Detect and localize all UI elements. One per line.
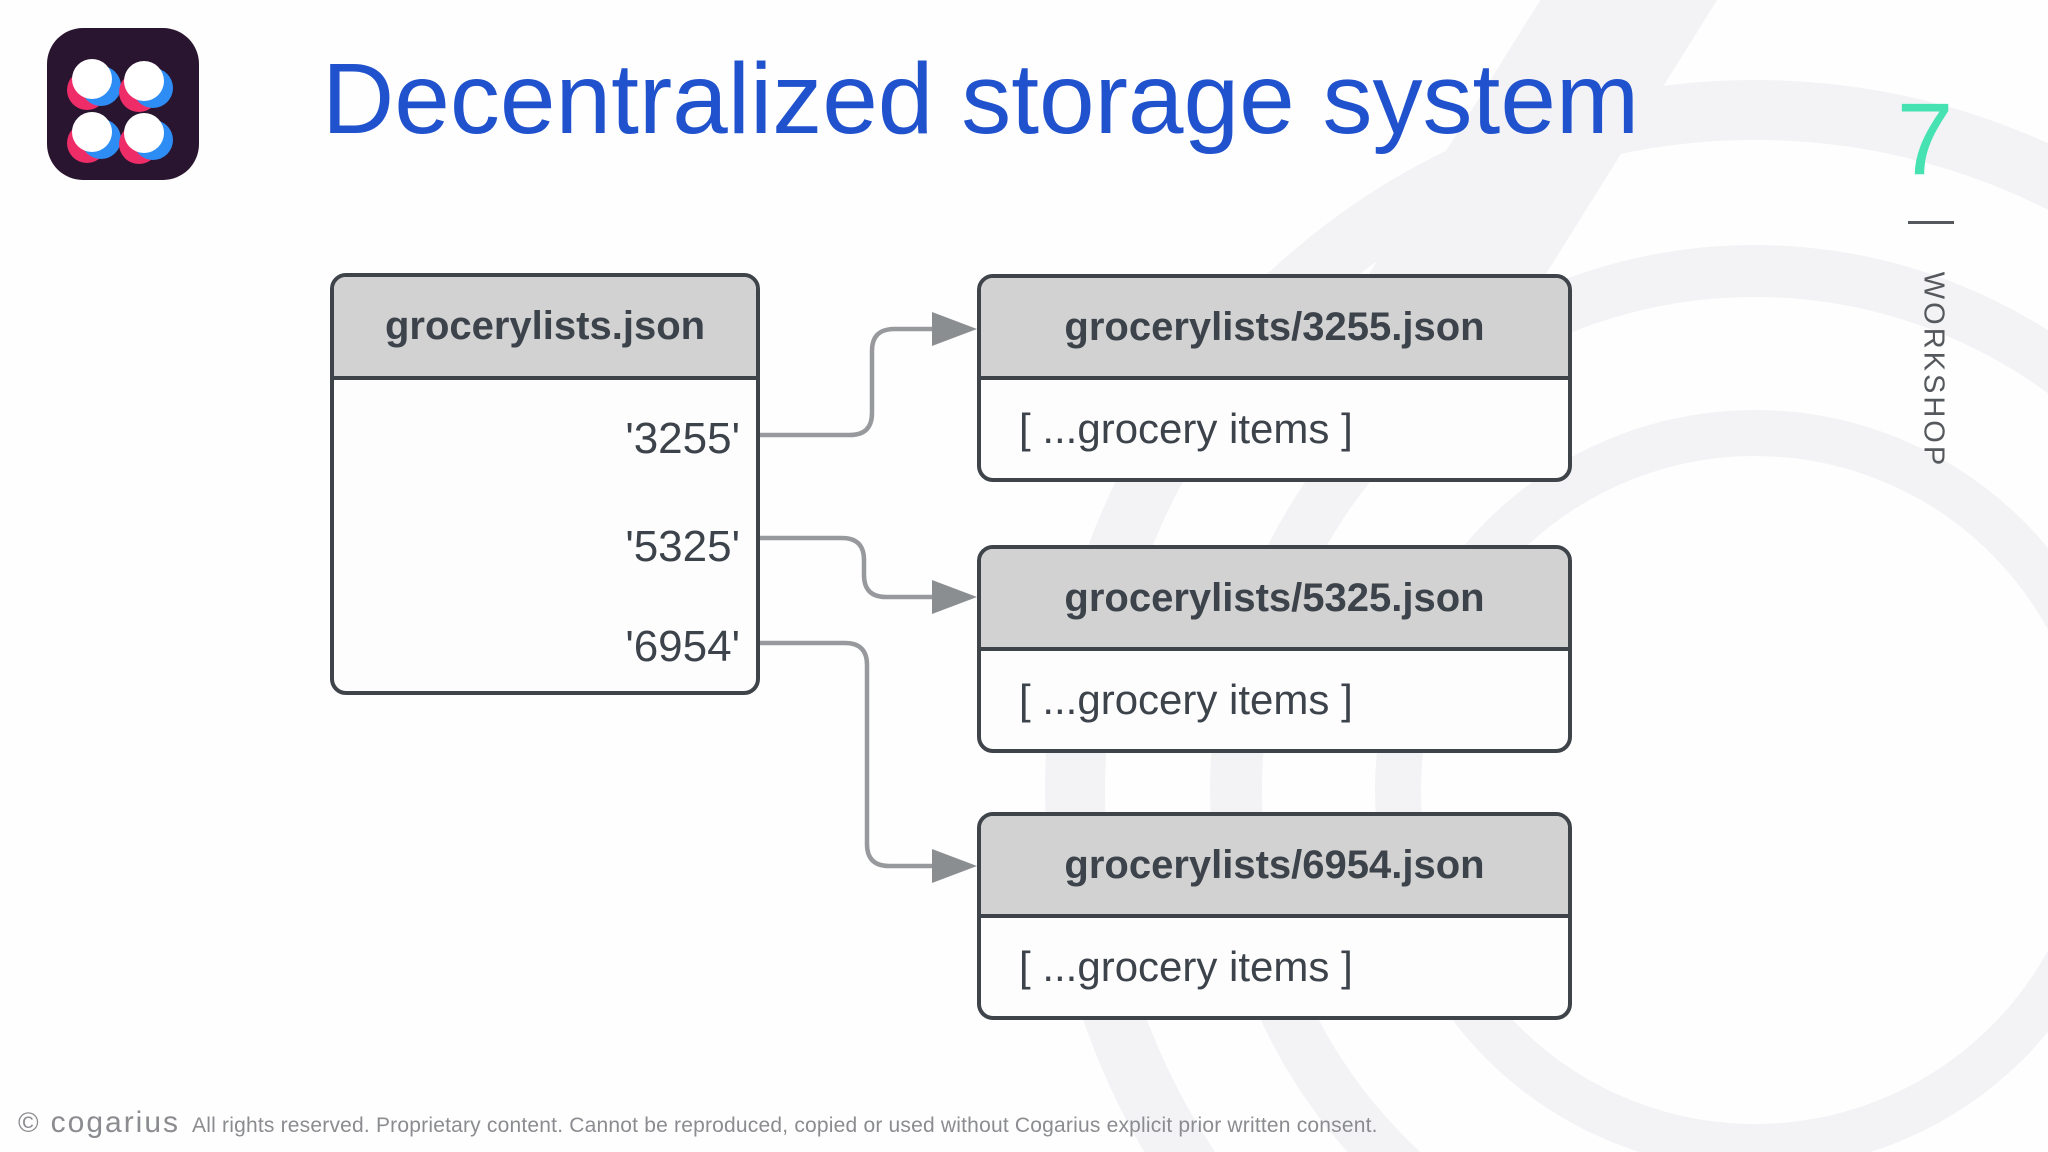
connector-line-5325 — [760, 535, 932, 600]
shard-file-box: grocerylists/6954.json [ ...grocery item… — [977, 812, 1572, 1020]
shard-file-title: grocerylists/6954.json — [981, 816, 1568, 918]
index-key: '3255' — [625, 414, 740, 463]
footer-notice: All rights reserved. Proprietary content… — [192, 1114, 1378, 1137]
index-key: '5325' — [625, 522, 740, 571]
page-number: 7 — [1896, 82, 1954, 196]
copyright-symbol: © — [18, 1107, 39, 1138]
shard-file-title: grocerylists/5325.json — [981, 549, 1568, 651]
shard-file-contents: [ ...grocery items ] — [1019, 405, 1353, 452]
logo-dot-icon — [67, 58, 121, 110]
arrowhead-icon — [932, 580, 977, 614]
shard-file-contents: [ ...grocery items ] — [1019, 943, 1353, 990]
logo-dot-icon — [67, 111, 121, 163]
background-arc — [1375, 410, 2048, 1152]
index-file-box: grocerylists.json '3255' '5325' '6954' — [330, 273, 760, 695]
logo-dot-icon — [119, 112, 173, 164]
cogarius-logo-icon — [47, 28, 199, 180]
page-number-divider — [1908, 221, 1954, 224]
shard-file-box: grocerylists/5325.json [ ...grocery item… — [977, 545, 1572, 753]
shard-file-contents: [ ...grocery items ] — [1019, 676, 1353, 723]
footer: © cogarius All rights reserved. Propriet… — [18, 1106, 1378, 1140]
connector-line-6954 — [760, 640, 932, 869]
shard-file-title: grocerylists/3255.json — [981, 278, 1568, 380]
arrowhead-icon — [932, 849, 977, 883]
footer-brand: cogarius — [50, 1106, 181, 1139]
logo-dot-icon — [119, 60, 173, 112]
workshop-side-label: WORKSHOP — [1917, 271, 1950, 469]
connector-line-3255 — [760, 326, 932, 438]
arrowhead-icon — [932, 312, 977, 346]
index-key: '6954' — [625, 622, 740, 671]
slide-title: Decentralized storage system — [322, 43, 1640, 155]
index-file-title: grocerylists.json — [334, 277, 756, 380]
shard-file-box: grocerylists/3255.json [ ...grocery item… — [977, 274, 1572, 482]
